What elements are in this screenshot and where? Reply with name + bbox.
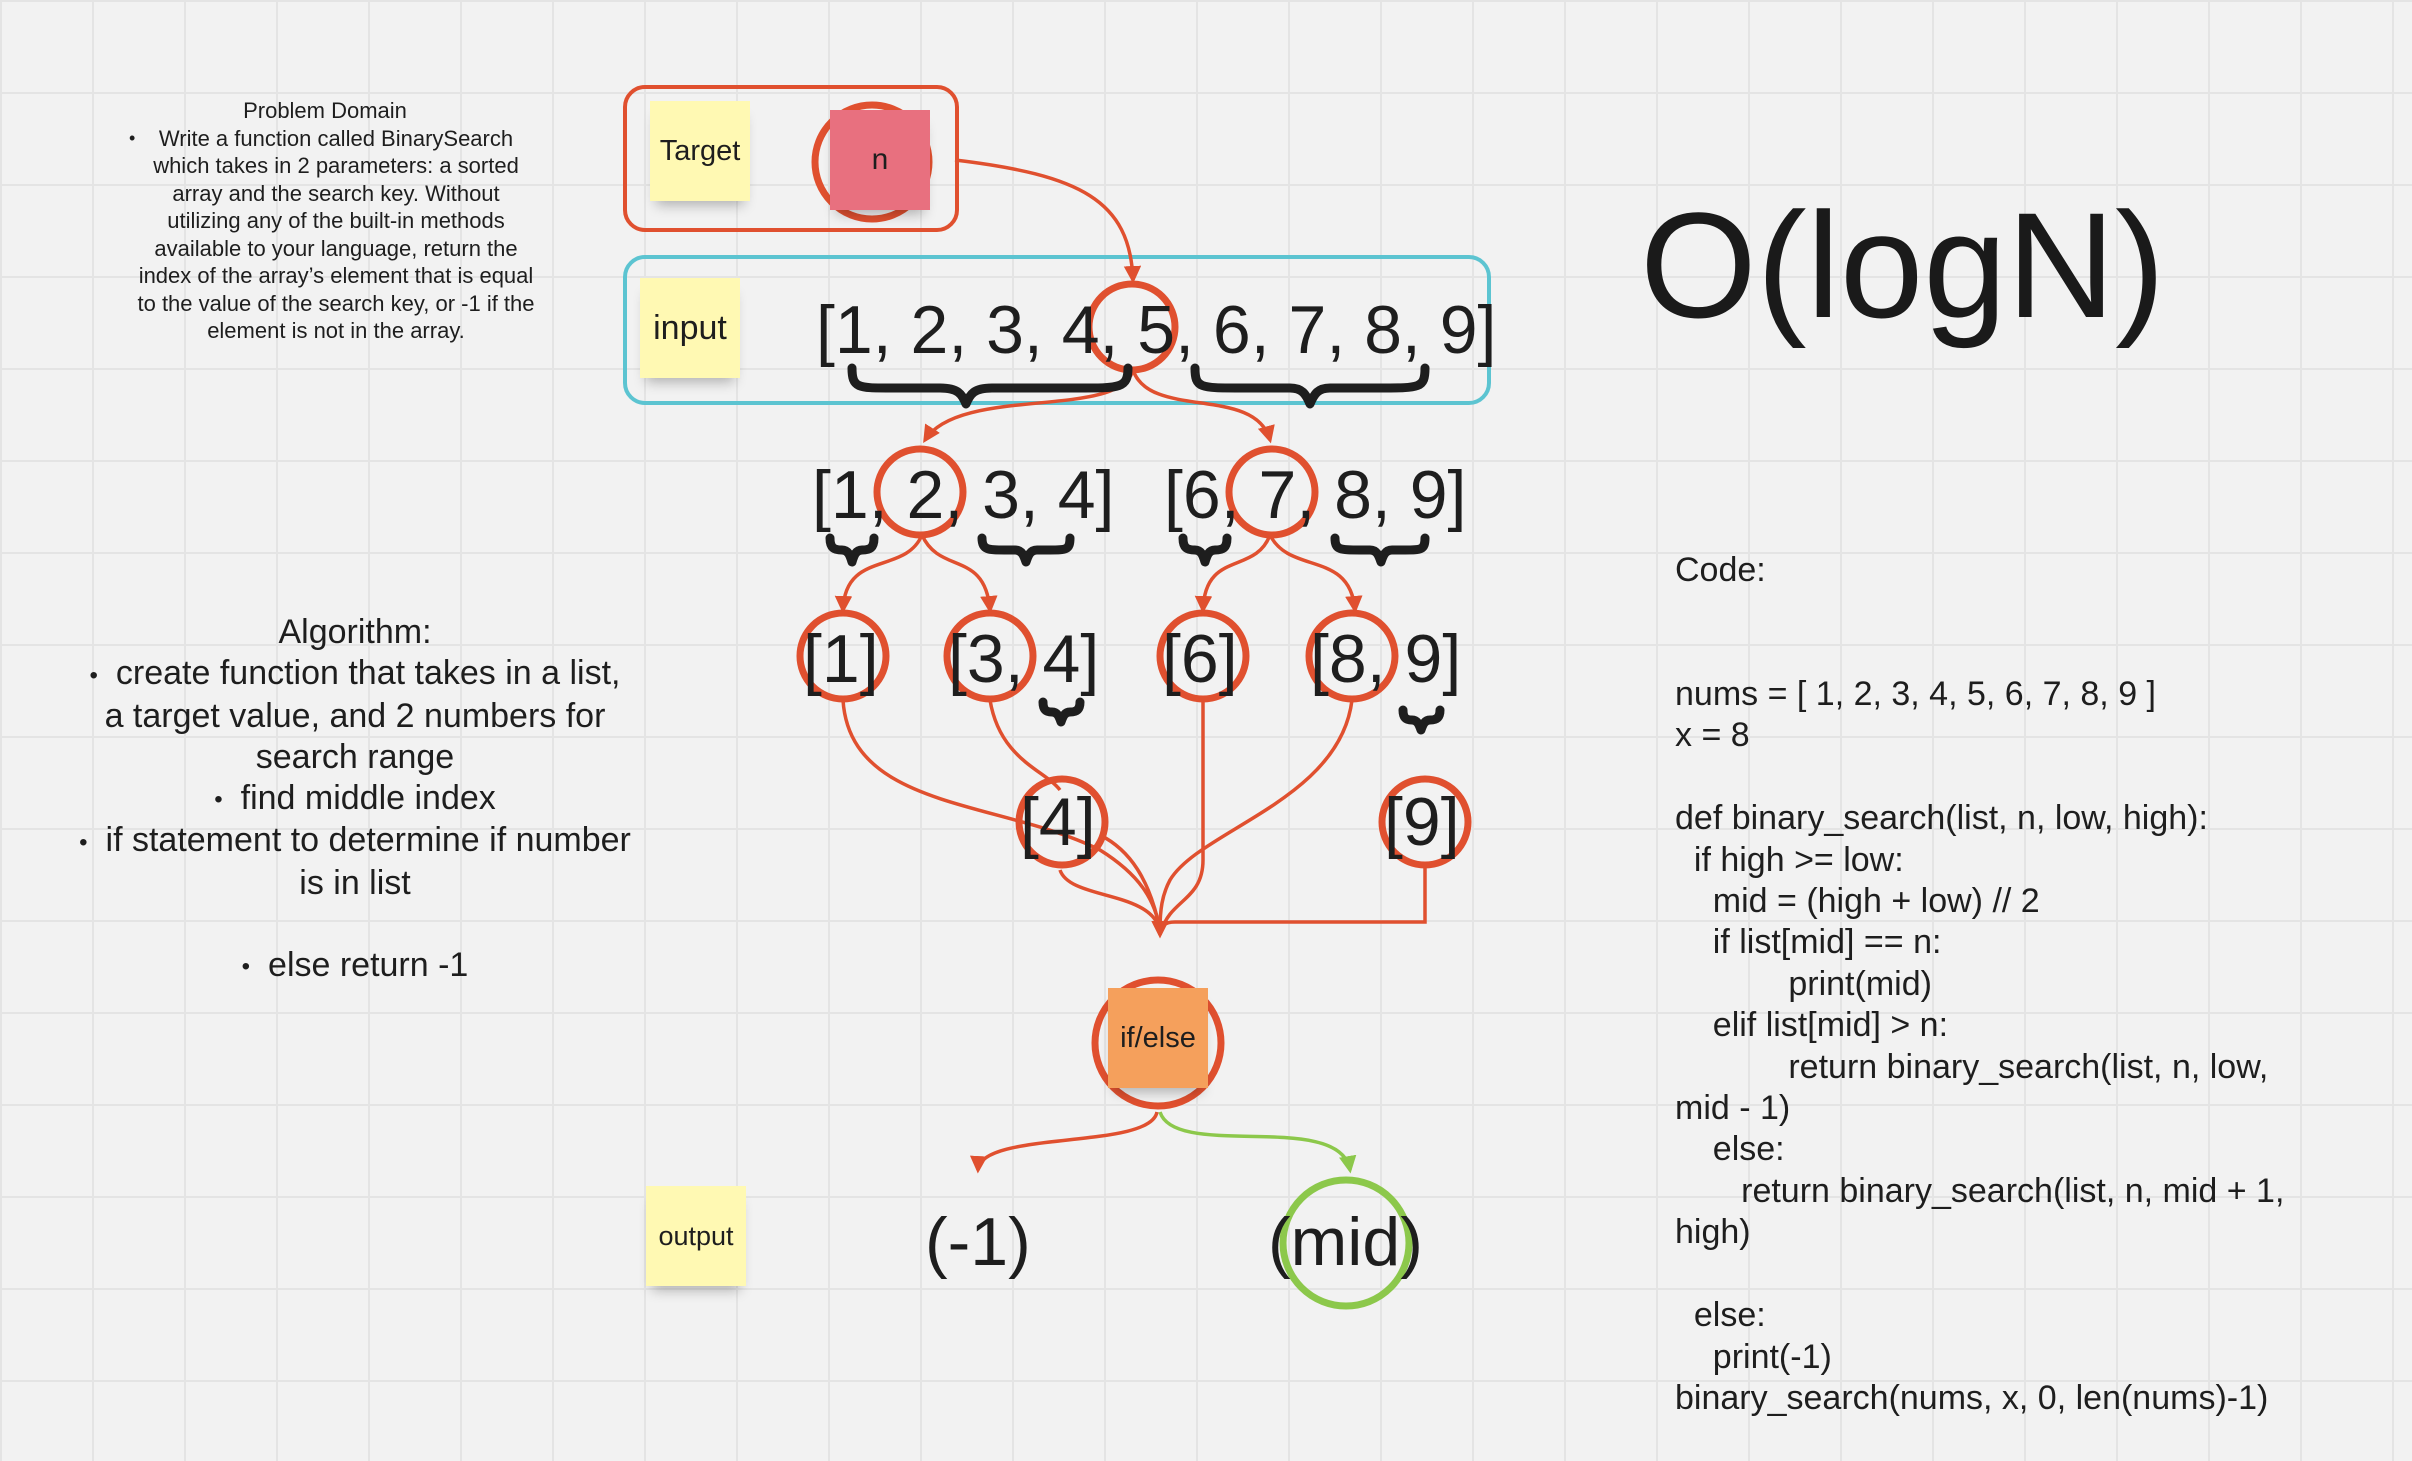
algorithm-step-text: else return -1 xyxy=(268,945,469,984)
algorithm-step: • else return -1 xyxy=(45,945,665,988)
curly-brace-icon xyxy=(1038,697,1085,727)
n-note: n xyxy=(830,110,930,210)
code-line: if high >= low: xyxy=(1675,840,1904,879)
code-line: else: xyxy=(1675,1130,1785,1169)
line-4-to-ifelse xyxy=(1058,869,1162,931)
code-line: nums = [ 1, 2, 3, 4, 5, 6, 7, 8, 9 ] xyxy=(1675,675,2156,714)
connector-layer xyxy=(623,85,1491,1310)
circle-2 xyxy=(873,445,967,539)
code-line: def binary_search(list, n, low, high): xyxy=(1675,799,2208,838)
array-4: [4] xyxy=(1020,784,1096,860)
circle-7 xyxy=(1225,445,1319,539)
code-line: if list[mid] == n: xyxy=(1675,923,1942,962)
curly-brace-icon xyxy=(825,533,879,567)
code-line: mid = (high + low) // 2 xyxy=(1675,882,2040,921)
arrow-2-to-34 xyxy=(920,534,998,614)
circle-9 xyxy=(1378,775,1472,869)
target-note-label: Target xyxy=(659,134,741,167)
output-not-found: (-1) xyxy=(925,1204,1031,1280)
algorithm-title: Algorithm: xyxy=(278,613,432,651)
if-else-note: if/else xyxy=(1108,988,1208,1088)
circle-ifelse xyxy=(1091,976,1225,1110)
code-label: Code: xyxy=(1675,550,1766,589)
circle-1 xyxy=(796,609,890,703)
input-array: [1, 2, 3, 4, 5, 6, 7, 8, 9] xyxy=(816,292,1497,368)
algorithm-step: •create function that takes in a list, a… xyxy=(45,653,665,778)
left-half-array: [1, 2, 3, 4] xyxy=(812,457,1115,533)
code-line xyxy=(1675,757,2375,798)
line-9-to-ifelse xyxy=(1151,862,1427,939)
curly-brace-icon xyxy=(1330,533,1430,567)
problem-domain-list: Write a function called BinarySearch whi… xyxy=(115,125,535,345)
input-frame xyxy=(623,255,1491,405)
code-line: high) xyxy=(1675,1213,1751,1252)
curly-brace-icon xyxy=(847,363,1133,409)
arrow-7-to-6 xyxy=(1194,534,1272,614)
code-line: print(-1) xyxy=(1675,1337,1832,1376)
line-89-to-ifelse xyxy=(1158,699,1354,931)
bullet-icon: • xyxy=(89,661,98,689)
output-note-label: output xyxy=(658,1220,734,1251)
line-4b-to-ifelse xyxy=(1099,833,1162,931)
code-line xyxy=(1675,1254,2375,1295)
algorithm-block: Algorithm: •create function that takes i… xyxy=(45,612,665,987)
problem-domain: Problem Domain Write a function called B… xyxy=(115,97,535,345)
algorithm-spacer xyxy=(45,904,665,945)
array-34: [3, 4] xyxy=(948,621,1100,697)
arrow-7-to-89 xyxy=(1268,534,1363,614)
code-line: elif list[mid] > n: xyxy=(1675,1006,1949,1045)
algorithm-step: • if statement to determine if number is … xyxy=(45,820,665,904)
code-line: return binary_search(list, n, mid + 1, xyxy=(1675,1171,2285,1210)
right-half-array: [6, 7, 8, 9] xyxy=(1164,457,1467,533)
code-line: binary_search(nums, x, 0, len(nums)-1) xyxy=(1675,1378,2269,1417)
target-note: Target xyxy=(650,101,750,201)
algorithm-step-text: if statement to determine if number is i… xyxy=(105,821,631,902)
n-note-label: n xyxy=(871,143,889,176)
curly-brace-icon xyxy=(977,533,1075,567)
code-line: else: xyxy=(1675,1296,1766,1335)
circle-6 xyxy=(1156,609,1250,703)
circle-4 xyxy=(1015,775,1109,869)
array-1: [1] xyxy=(803,621,879,697)
circle-34 xyxy=(943,609,1037,703)
complexity-label: O(logN) xyxy=(1640,181,2166,349)
code-line: return binary_search(list, n, low, xyxy=(1675,1047,2269,1086)
input-note: input xyxy=(640,278,740,378)
curly-brace-icon xyxy=(1398,705,1445,735)
line-6-to-ifelse xyxy=(1160,700,1205,931)
input-note-label: input xyxy=(653,308,727,347)
output-found: (mid) xyxy=(1268,1204,1423,1280)
circle-89 xyxy=(1305,609,1399,703)
code-line: mid - 1) xyxy=(1675,1089,1791,1128)
algorithm-step-text: create function that takes in a list, a … xyxy=(104,654,621,776)
arrow-mid-to-right-half xyxy=(1131,369,1275,444)
curly-brace-icon xyxy=(1178,533,1232,567)
algorithm-step: • find middle index xyxy=(45,778,665,821)
circle-found xyxy=(1279,1176,1413,1310)
code-line: x = 8 xyxy=(1675,716,1750,755)
arrow-ifelse-to-notfound xyxy=(970,1111,1159,1174)
problem-domain-bullet: Write a function called BinarySearch whi… xyxy=(129,125,535,345)
code-block: Code: nums = [ 1, 2, 3, 4, 5, 6, 7, 8, 9… xyxy=(1675,467,2375,1461)
bullet-icon: • xyxy=(241,953,251,981)
output-note: output xyxy=(646,1186,746,1286)
array-6: [6] xyxy=(1162,621,1238,697)
problem-domain-title: Problem Domain xyxy=(243,98,407,123)
arrow-n-to-mid xyxy=(954,158,1142,284)
algorithm-step-text: find middle index xyxy=(240,778,496,817)
line-34-to-4 xyxy=(988,699,1062,792)
bullet-icon: • xyxy=(214,786,223,814)
if-else-note-label: if/else xyxy=(1120,1021,1196,1054)
code-line: print(mid) xyxy=(1675,964,1932,1003)
array-89: [8, 9] xyxy=(1310,621,1462,697)
arrow-ifelse-to-found xyxy=(1158,1111,1357,1174)
array-9: [9] xyxy=(1384,784,1460,860)
code-lines: nums = [ 1, 2, 3, 4, 5, 6, 7, 8, 9 ]x = … xyxy=(1675,674,2375,1419)
arrow-2-to-1 xyxy=(834,534,924,614)
curly-brace-icon xyxy=(1190,363,1430,409)
line-1-to-ifelse xyxy=(841,699,1162,931)
bullet-icon: • xyxy=(79,828,88,856)
